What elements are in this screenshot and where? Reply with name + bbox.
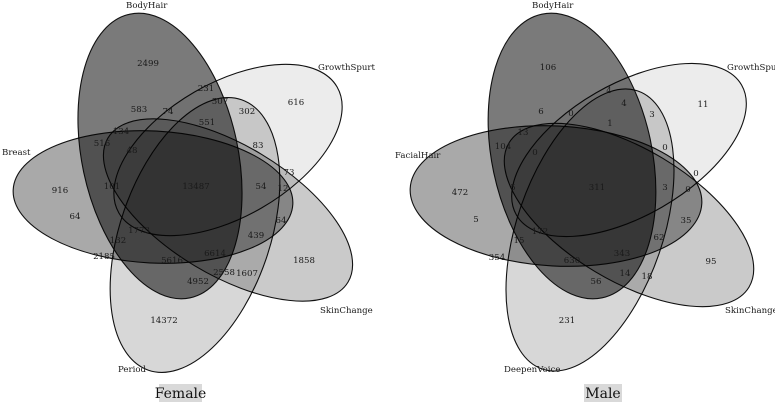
female-count: 12 [278,184,289,194]
male-count: 472 [452,188,468,198]
male-count: 343 [614,249,630,259]
male-count: 6 [538,107,543,117]
male-count: 18 [642,272,653,282]
male-count: 4 [621,99,627,109]
female-set-label-growthspurt: GrowthSpurt [318,63,376,73]
female-set-label-skinchange: SkinChange [320,306,373,316]
male-set-label-deepenvoice: DeepenVoice [504,365,560,375]
male-ellipse-facialhair [409,125,703,267]
male-count: 56 [591,277,602,287]
female-count: 4952 [187,277,209,287]
female-count: 83 [253,141,264,151]
male-count: 354 [489,253,506,263]
male-count: 0 [568,109,573,119]
female-count: 507 [212,97,228,107]
male-count: 5 [473,215,478,225]
female-count: 14372 [150,316,177,326]
male-count: 35 [681,216,692,226]
female-count: 13487 [182,182,209,192]
female-count: 48 [127,146,138,156]
male-count: 0 [662,143,667,153]
female-set-label-breast: Breast [2,148,31,158]
female-count: 6614 [204,249,226,259]
female-caption-background [159,384,202,402]
male-venn-panel: BodyHair GrowthSpurt SkinChange DeepenVo… [395,1,775,402]
female-count: 551 [199,118,215,128]
female-count: 2499 [137,59,159,69]
male-set-label-facialhair: FacialHair [395,151,441,161]
male-count: 3 [662,183,667,193]
female-count: 64 [70,212,81,222]
male-count: 106 [540,63,556,73]
male-set-label-skinchange: SkinChange [725,306,775,316]
male-caption-background [584,384,622,402]
male-count: 0 [685,185,690,195]
male-count: 172 [532,227,548,237]
female-count: 101 [104,182,120,192]
female-count: 231 [198,84,214,94]
female-count: 302 [239,107,255,117]
female-count: 134 [113,127,130,137]
female-ellipse-breast [12,130,294,264]
male-count: 0 [693,169,698,179]
female-count: 583 [131,105,147,115]
female-count: 616 [288,98,304,108]
female-caption: Female [155,386,207,402]
female-set-label-period: Period [118,365,147,375]
male-count: 5 [510,183,515,193]
male-count: 630 [564,256,580,266]
female-count: 1773 [128,226,150,236]
male-count: 0 [532,148,537,158]
male-count: 62 [654,233,665,243]
female-count: 1607 [236,269,258,279]
female-count: 2185 [93,252,115,262]
female-count: 2558 [213,268,235,278]
male-count: 1 [607,119,612,129]
female-set-label-bodyhair: BodyHair [126,1,168,11]
male-set-label-growthspurt: GrowthSpurt [727,63,775,73]
female-count: 916 [52,186,68,196]
female-count: 74 [163,107,174,117]
male-count: 14 [620,269,631,279]
female-count: 132 [110,236,126,246]
female-count: 5616 [161,256,183,266]
female-count: 516 [94,139,110,149]
male-count: 104 [495,142,512,152]
female-count: 73 [284,168,295,178]
male-set-label-bodyhair: BodyHair [532,1,574,11]
male-count: 4 [606,86,612,96]
male-count: 311 [589,183,605,193]
female-count: 64 [276,216,287,226]
male-count: 95 [706,257,717,267]
female-count: 439 [248,231,264,241]
female-count: 1858 [293,256,315,266]
male-count: 231 [559,316,575,326]
female-venn-panel: BodyHair GrowthSpurt SkinChange Period B… [2,1,376,402]
male-caption: Male [585,386,620,402]
female-count: 54 [256,182,267,192]
male-count: 13 [518,128,529,138]
male-count: 3 [649,110,654,120]
male-count: 11 [698,100,709,110]
male-count: 15 [514,236,525,246]
